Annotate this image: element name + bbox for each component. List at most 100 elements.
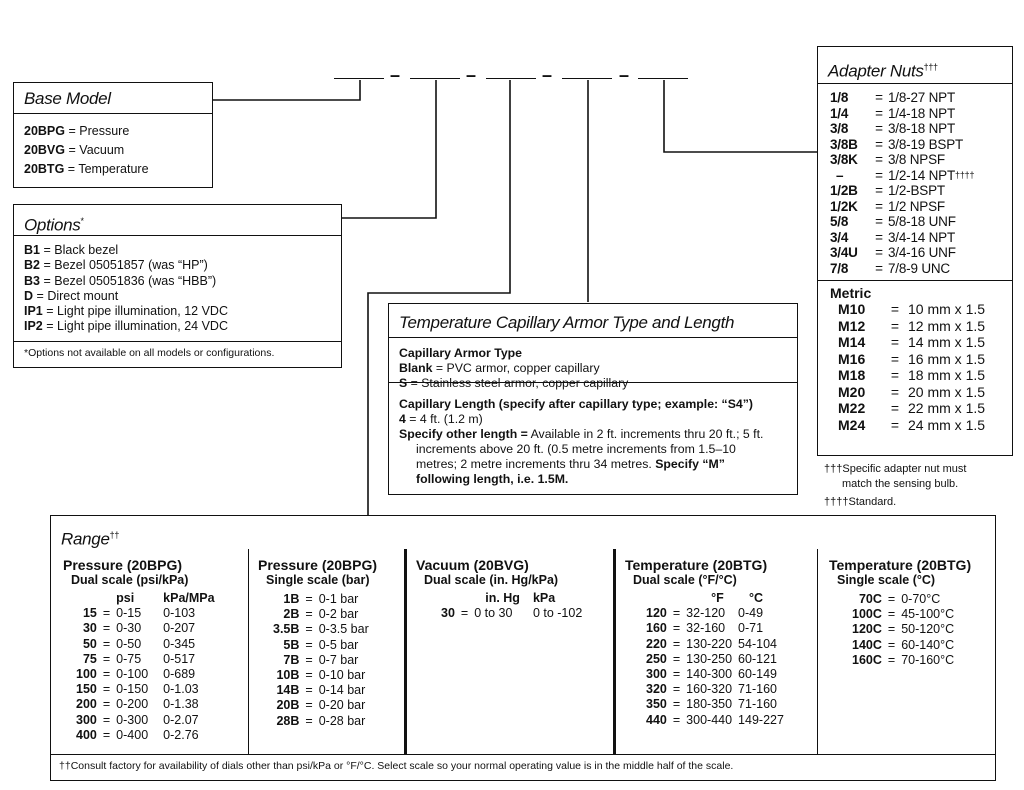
table-row: 1B=0-1 bar [283,592,359,606]
range-table: 70C=0-70°C 100C=45-100°C 120C=50-120°C 1… [849,592,957,668]
list-item: 7/8=7/8-9 UNC [830,260,950,276]
table-row: 120C=50-120°C [852,622,955,637]
list-item: B2 = Bezel 05051857 (was “HP”) [24,258,208,273]
footnote-cont: match the sensing bulb. [842,478,959,490]
column-subheading: Single scale (bar) [266,573,370,587]
list-item: –=1/2-14 NPT†††† [836,167,975,183]
list-item: M14=14 mm x 1.5 [838,334,986,350]
options-box: Options* B1 = Black bezel B2 = Bezel 050… [13,204,342,368]
metric-list: Metric M10=10 mm x 1.5 M12=12 mm x 1.5 M… [818,281,1012,437]
blank-capillary [562,78,612,79]
list-item: 5/8=5/8-18 UNF [830,214,956,229]
list-item: M20=20 mm x 1.5 [838,383,986,400]
list-item: M18=18 mm x 1.5 [838,367,986,383]
base-model-box: Base Model 20BPG = Pressure 20BVG = Vacu… [13,82,213,188]
range-temperature-single: Temperature (20BTG) Single scale (°C) 70… [821,549,993,754]
blank-range [486,78,536,79]
dash: – [390,65,401,85]
list-item: M22=22 mm x 1.5 [838,400,986,416]
capillary-box: Temperature Capillary Armor Type and Len… [388,303,798,495]
column-subheading: Dual scale (°F/°C) [633,573,737,587]
capillary-title: Temperature Capillary Armor Type and Len… [389,304,797,338]
list-item: B3 = Bezel 05051836 (was “HBB”) [24,273,217,288]
dash: – [542,65,553,85]
list-item: 1/2K=1/2 NPSF [830,198,945,214]
base-model-title: Base Model [14,83,212,114]
column-heading: Temperature (20BTG) [625,557,768,573]
list-item: S = Stainless steel armor, copper capill… [399,376,629,390]
column-divider [817,549,818,754]
table-row: 28B=0-28 bar [276,713,366,728]
table-row: 140C=60-140°C [852,637,955,652]
footnote: ††††Standard. [824,496,897,508]
options-list: B1 = Black bezel B2 = Bezel 05051857 (wa… [14,236,341,341]
list-item: 20BTG = Temperature [24,162,149,176]
list-item: 20BVG = Vacuum [24,143,125,157]
column-divider [613,549,616,754]
range-temperature-dual: Temperature (20BTG) Dual scale (°F/°C) °… [617,549,817,754]
table-row: 10B=0-10 bar [276,668,366,683]
range-box: Range†† Pressure (20BPG) Dual scale (psi… [50,515,996,781]
capillary-armor-section: Capillary Armor Type Blank = PVC armor, … [389,338,797,390]
table-row: 5B=0-5 bar [283,637,359,652]
list-item: 20BPG = Pressure [24,124,130,138]
list-item: IP2 = Light pipe illumination, 24 VDC [24,319,228,334]
list-item: M10=10 mm x 1.5 [838,301,986,317]
column-divider [248,549,249,754]
range-table: 1B=0-1 bar 2B=0-2 bar 3.5B=0-3.5 bar 5B=… [270,592,372,729]
table-row: 7B=0-7 bar [283,652,359,667]
list-item: 3/8K=3/8 NPSF [830,152,945,167]
length-heading: Capillary Length (specify after capillar… [399,397,753,411]
adapter-nuts-footnotes: †††Specific adapter nut must match the s… [824,462,966,510]
dash: – [619,65,630,85]
metric-title: Metric [830,285,872,301]
column-heading: Vacuum (20BVG) [416,557,529,573]
list-item: D = Direct mount [24,288,119,303]
range-vacuum: Vacuum (20BVG) Dual scale (in. Hg/kPa) i… [408,549,613,754]
adapter-nuts-box: Adapter Nuts††† 1/8=1/8-27 NPT 1/4=1/4-1… [817,46,1013,456]
options-title: Options* [14,205,341,236]
capillary-length-section: Capillary Length (specify after capillar… [389,382,797,493]
list-item-cont: metres; 2 metre increments thru 34 metre… [416,457,725,471]
list-item: 1/4=1/4-18 NPT [830,105,956,121]
armor-heading: Capillary Armor Type [399,346,523,360]
list-item: IP1 = Light pipe illumination, 12 VDC [24,304,228,319]
column-subheading: Dual scale (psi/kPa) [71,573,189,587]
list-item: 3/8=3/8-18 NPT [830,121,956,136]
range-pressure-single: Pressure (20BPG) Single scale (bar) 1B=0… [250,549,404,754]
base-model-list: 20BPG = Pressure 20BVG = Vacuum 20BTG = … [14,114,212,185]
column-heading: Pressure (20BPG) [258,557,378,573]
blank-base-model [334,78,384,79]
table-row: 2B=0-2 bar [283,607,359,622]
list-item: Specify other length = Available in 2 ft… [399,427,764,441]
blank-adapter-nut [638,78,688,79]
range-title: Range†† [61,529,120,549]
list-item: Blank = PVC armor, copper capillary [399,361,600,375]
list-item: 4 = 4 ft. (1.2 m) [399,412,483,426]
list-item-cont: increments above 20 ft. (0.5 metre incre… [416,442,736,456]
blank-options [410,78,460,79]
list-item: M12=12 mm x 1.5 [838,317,986,334]
column-heading: Pressure (20BPG) [63,557,183,573]
footnote: †††Specific adapter nut must [824,463,967,475]
column-subheading: Single scale (°C) [837,573,936,587]
adapter-nuts-title: Adapter Nuts††† [818,47,1012,84]
list-item: M16=16 mm x 1.5 [838,350,986,367]
